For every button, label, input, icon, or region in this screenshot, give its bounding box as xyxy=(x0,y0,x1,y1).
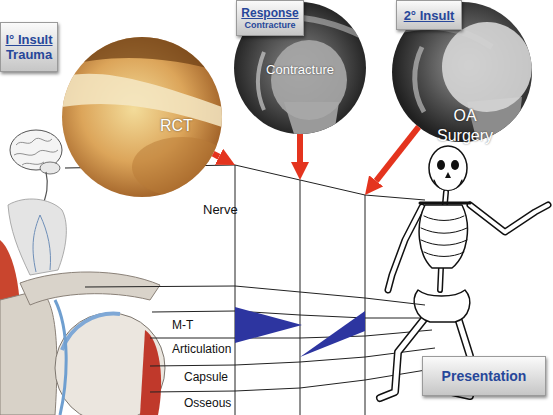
inset-label: OA Surgery xyxy=(432,106,498,146)
arthroscopy-inset: RCT xyxy=(62,37,222,197)
inset-label: Contracture xyxy=(234,62,366,77)
bone xyxy=(470,205,548,232)
humeral-head xyxy=(55,313,165,415)
bone-outline xyxy=(388,207,422,290)
cartilage xyxy=(62,314,120,350)
phase-box: I° InsultTrauma xyxy=(0,22,58,72)
cerebellum xyxy=(40,162,60,174)
stage-divider xyxy=(300,180,301,415)
presentation-box: Presentation xyxy=(422,356,546,396)
inset-detail xyxy=(62,37,232,197)
band-label: Articulation xyxy=(172,342,231,356)
inset-shape xyxy=(271,40,347,120)
scapula xyxy=(0,290,57,415)
bone xyxy=(388,207,422,290)
muscle xyxy=(140,330,161,415)
phase-box: ResponseContracture xyxy=(236,0,304,36)
phase-label: Trauma xyxy=(6,47,52,62)
tissue-band: M-T xyxy=(170,317,214,335)
pelvis xyxy=(414,290,470,322)
nose xyxy=(445,172,451,178)
red-arrow xyxy=(376,127,419,181)
phase-label: Response xyxy=(241,6,298,20)
inset-shape xyxy=(442,22,532,112)
inset-shape xyxy=(132,137,232,197)
stage-divider xyxy=(365,195,366,415)
inset-shape xyxy=(62,37,222,72)
clavicle xyxy=(420,202,470,205)
arm-sketch xyxy=(8,199,66,275)
phase-label: 2° Insult xyxy=(404,8,455,23)
phase-box: 2° Insult xyxy=(396,0,462,30)
ribs xyxy=(421,216,467,257)
inset-shape xyxy=(244,17,364,37)
band-label: Nerve xyxy=(203,202,238,217)
band-label: Osseous xyxy=(184,396,231,410)
presentation-label: Presentation xyxy=(442,368,527,384)
inset-disc xyxy=(234,2,366,134)
inset-shape xyxy=(258,52,264,110)
skeleton xyxy=(380,146,548,398)
acromion xyxy=(20,272,160,305)
response-wedge xyxy=(235,307,302,343)
brain-gyri xyxy=(14,138,58,165)
band-label: Capsule xyxy=(184,370,228,384)
red-arrow xyxy=(213,154,219,157)
bone-outline xyxy=(380,318,425,398)
eye-socket xyxy=(437,160,445,170)
phase-label: Contracture xyxy=(244,20,295,30)
labrum xyxy=(55,300,66,415)
inset-shape xyxy=(62,37,222,197)
band-label: M-T xyxy=(172,318,193,332)
phase-label: I° Insult xyxy=(5,32,52,47)
tissue-band: Articulation xyxy=(170,342,240,360)
eye-socket xyxy=(451,160,459,170)
jaw xyxy=(434,180,462,191)
grid-lines xyxy=(150,165,438,415)
inset-shape xyxy=(62,74,222,127)
ribcage xyxy=(419,205,467,268)
response-wedge xyxy=(300,311,365,357)
red-arrow xyxy=(297,134,303,162)
band-border xyxy=(65,165,425,200)
skull xyxy=(429,146,467,190)
arm-muscle xyxy=(8,199,66,275)
shoulder-anatomy xyxy=(0,240,165,415)
tissue-band: Capsule xyxy=(182,370,234,388)
band-border xyxy=(85,286,425,305)
nerve-line xyxy=(33,215,50,272)
inset-label: RCT xyxy=(160,117,193,135)
bone xyxy=(380,318,425,398)
bone-outline xyxy=(470,205,548,232)
tissue-band: Osseous xyxy=(182,396,234,414)
row-line xyxy=(152,311,428,318)
inset-shape xyxy=(415,47,424,112)
